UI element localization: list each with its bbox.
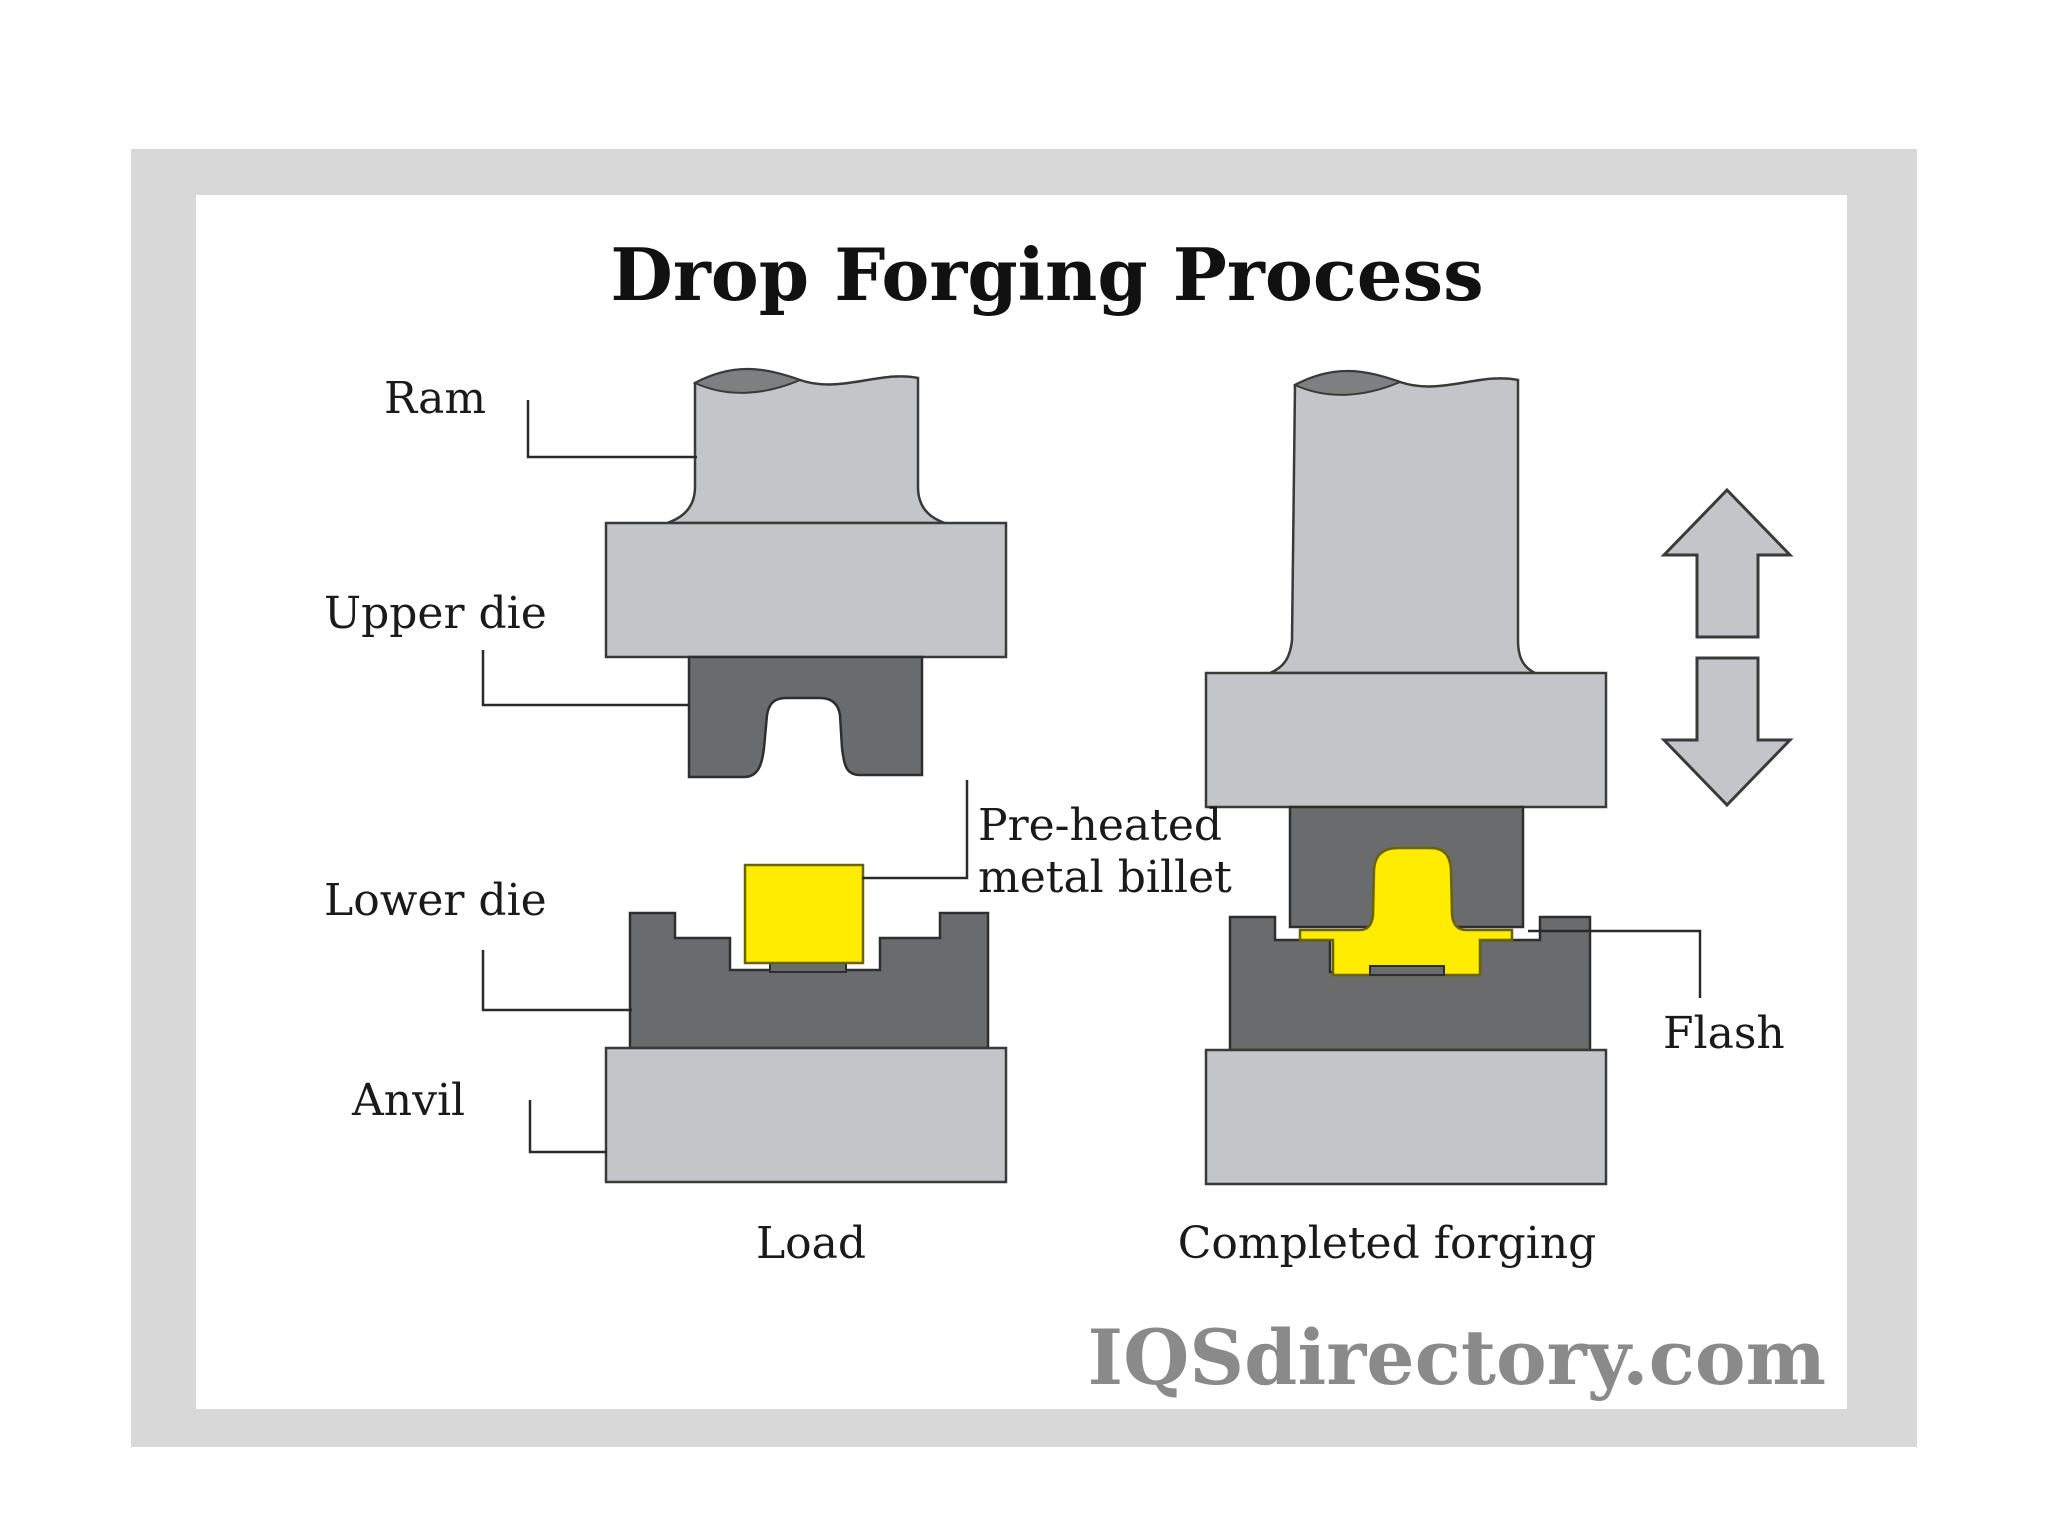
load-assembly — [604, 367, 1008, 1184]
lower-die-leader-line — [481, 950, 632, 1012]
page-title: Drop Forging Process — [610, 232, 1483, 317]
ram-leader-line — [526, 400, 697, 459]
ram-right — [1269, 369, 1536, 675]
ram-left — [666, 367, 946, 525]
arrow-up-icon — [1660, 487, 1794, 639]
upper-die-label: Upper die — [324, 588, 547, 639]
anvil-left — [604, 1046, 1008, 1184]
billet-label-line1: Pre-heated — [978, 800, 1222, 851]
completed-forging-caption: Completed forging — [1178, 1218, 1597, 1269]
upper-die-left — [687, 655, 924, 779]
ram-right-top — [1292, 370, 1403, 396]
flash-leader-line — [1528, 929, 1702, 998]
arrow-down-icon — [1660, 656, 1794, 808]
billet-label-line2: metal billet — [978, 852, 1232, 903]
ram-left-top — [692, 368, 803, 394]
upper-die-holder-left — [604, 521, 1008, 659]
load-caption: Load — [756, 1218, 866, 1269]
watermark-logo: IQSdirectory.com — [1088, 1313, 1826, 1402]
lower-die-label: Lower die — [324, 875, 547, 926]
flash-label: Flash — [1663, 1008, 1785, 1059]
forged-part-support — [1369, 965, 1445, 976]
billet-leader-line — [862, 780, 969, 880]
completed-assembly — [1204, 369, 1608, 1186]
metal-billet — [743, 863, 865, 965]
anvil-label: Anvil — [351, 1075, 465, 1126]
ram-label: Ram — [384, 373, 486, 424]
upper-die-holder-right — [1204, 671, 1608, 809]
upper-die-leader-line — [481, 650, 690, 707]
anvil-leader-line — [528, 1100, 607, 1154]
forged-part — [1298, 846, 1514, 977]
anvil-right — [1204, 1048, 1608, 1186]
